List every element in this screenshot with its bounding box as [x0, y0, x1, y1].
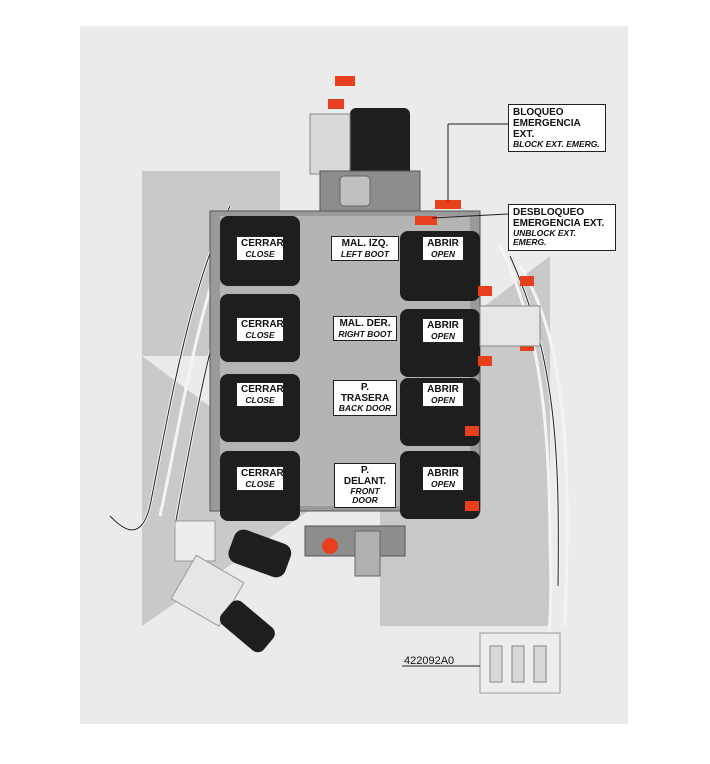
unblock-callout-es-line2: EMERGENCIA EXT. — [513, 218, 605, 229]
open-en: OPEN — [430, 394, 456, 405]
block-callout-en: BLOCK EXT. EMERG. — [513, 139, 600, 149]
close-es: CERRAR — [241, 238, 284, 249]
close-en: CLOSE — [245, 248, 275, 259]
function-en: BACK DOOR — [338, 403, 392, 413]
function-label-row3: P. TRASERA BACK DOOR — [333, 380, 397, 416]
open-en: OPEN — [430, 330, 456, 341]
open-es: ABRIR — [427, 320, 459, 331]
function-en: FRONT DOOR — [350, 486, 380, 505]
close-en: CLOSE — [245, 478, 275, 489]
unblock-callout-en: UNBLOCK EXT. EMERG. — [513, 228, 577, 248]
open-es: ABRIR — [427, 238, 459, 249]
open-label-row1: ABRIR OPEN — [422, 236, 464, 262]
open-en: OPEN — [430, 248, 456, 259]
function-es: P. DELANT. — [343, 465, 387, 487]
block-emergency-callout: BLOQUEO EMERGENCIA EXT. BLOCK EXT. EMERG… — [508, 104, 606, 153]
open-label-row4: ABRIR OPEN — [422, 466, 464, 492]
part-number: 422092A0 — [404, 655, 455, 667]
unblock-emergency-callout: DESBLOQUEO EMERGENCIA EXT. UNBLOCK EXT. … — [508, 204, 616, 251]
valve-assembly-illustration — [108, 76, 569, 694]
function-label-row4: P. DELANT. FRONT DOOR — [334, 463, 396, 508]
close-label-row3: CERRAR CLOSE — [236, 382, 284, 408]
close-es: CERRAR — [241, 468, 284, 479]
close-label-row1: CERRAR CLOSE — [236, 236, 284, 262]
function-es: P. TRASERA — [340, 382, 390, 404]
function-es: MAL. DER. — [339, 318, 391, 329]
function-es: MAL. IZQ. — [341, 238, 389, 249]
open-es: ABRIR — [427, 384, 459, 395]
unblock-callout-es-line1: DESBLOQUEO — [513, 207, 585, 218]
close-en: CLOSE — [245, 329, 275, 340]
block-callout-es-line2: EMERGENCIA EXT. — [513, 118, 581, 140]
function-label-row2: MAL. DER. RIGHT BOOT — [333, 316, 397, 342]
open-es: ABRIR — [427, 468, 459, 479]
open-label-row2: ABRIR OPEN — [422, 318, 464, 344]
function-en: RIGHT BOOT — [338, 328, 392, 339]
close-es: CERRAR — [241, 319, 284, 330]
function-en: LEFT BOOT — [340, 248, 390, 259]
open-en: OPEN — [430, 478, 456, 489]
function-label-row1: MAL. IZQ. LEFT BOOT — [331, 236, 399, 262]
close-en: CLOSE — [245, 394, 275, 405]
close-es: CERRAR — [241, 384, 284, 395]
close-label-row4: CERRAR CLOSE — [236, 466, 284, 492]
block-callout-es-line1: BLOQUEO — [513, 107, 564, 118]
open-label-row3: ABRIR OPEN — [422, 382, 464, 408]
close-label-row2: CERRAR CLOSE — [236, 317, 284, 343]
